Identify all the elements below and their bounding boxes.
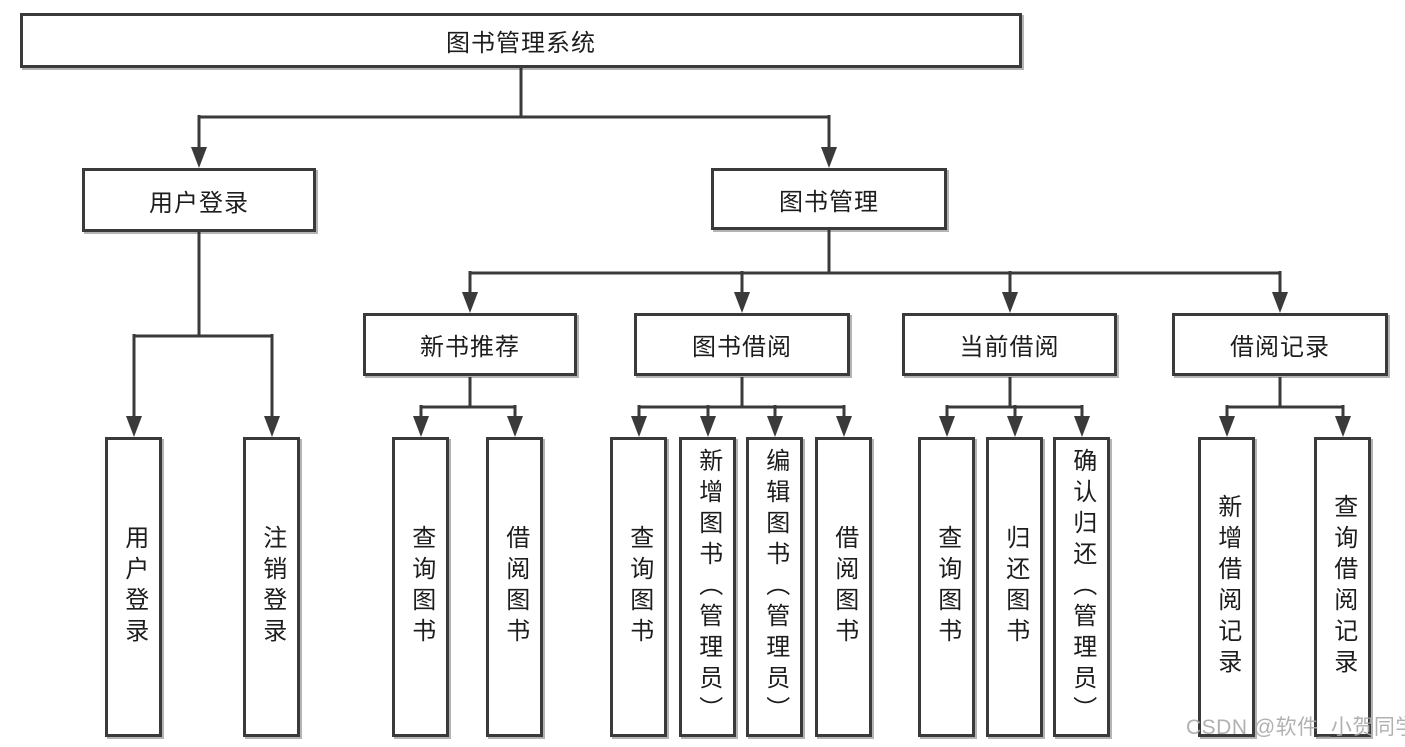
node-new-book-recommend-label: 新书推荐 xyxy=(420,334,520,361)
leaf-query-borrow-record: 查询借阅记录 xyxy=(1314,437,1371,737)
leaf-query-borrow-record-label: 查询借阅记录 xyxy=(1329,494,1357,680)
node-new-book-recommend: 新书推荐 xyxy=(363,313,577,376)
node-book-management: 图书管理 xyxy=(711,168,947,230)
leaf-query-books-borrowing-label: 查询图书 xyxy=(625,525,653,649)
node-book-borrowing-label: 图书借阅 xyxy=(692,334,792,361)
leaf-query-books-current-label: 查询图书 xyxy=(933,525,961,649)
leaf-confirm-return-admin-label: 确认归还（管理员） xyxy=(1068,447,1096,727)
node-user-login-module: 用户登录 xyxy=(82,168,316,232)
leaf-borrow-books-recommend: 借阅图书 xyxy=(486,437,543,737)
leaf-borrow-books-borrowing: 借阅图书 xyxy=(815,437,872,737)
node-borrowing-records-label: 借阅记录 xyxy=(1230,334,1330,361)
node-borrowing-records: 借阅记录 xyxy=(1172,313,1388,376)
node-book-borrowing: 图书借阅 xyxy=(634,313,850,376)
node-current-borrowing-label: 当前借阅 xyxy=(959,334,1060,361)
leaf-add-borrow-record-label: 新增借阅记录 xyxy=(1213,494,1241,680)
node-user-login-module-label: 用户登录 xyxy=(149,189,249,217)
leaf-user-login: 用户登录 xyxy=(105,437,162,737)
leaf-add-book-admin-label: 新增图书（管理员） xyxy=(694,447,722,727)
leaf-query-books-recommend-label: 查询图书 xyxy=(407,525,435,649)
node-root: 图书管理系统 xyxy=(20,13,1022,68)
leaf-add-borrow-record: 新增借阅记录 xyxy=(1198,437,1255,737)
leaf-logout-label: 注销登录 xyxy=(258,525,286,649)
leaf-borrow-books-recommend-label: 借阅图书 xyxy=(501,525,529,649)
leaf-add-book-admin: 新增图书（管理员） xyxy=(679,437,736,737)
leaf-edit-book-admin: 编辑图书（管理员） xyxy=(746,437,803,737)
leaf-logout: 注销登录 xyxy=(243,437,300,737)
leaf-edit-book-admin-label: 编辑图书（管理员） xyxy=(761,447,789,727)
leaf-return-books-label: 归还图书 xyxy=(1001,525,1029,649)
node-book-management-label: 图书管理 xyxy=(779,188,879,216)
node-root-label: 图书管理系统 xyxy=(446,30,596,57)
leaf-user-login-label: 用户登录 xyxy=(120,525,148,649)
node-current-borrowing: 当前借阅 xyxy=(902,313,1117,376)
leaf-query-books-recommend: 查询图书 xyxy=(392,437,449,737)
leaf-borrow-books-borrowing-label: 借阅图书 xyxy=(830,525,858,649)
leaf-query-books-borrowing: 查询图书 xyxy=(610,437,667,737)
csdn-watermark: CSDN @软件_小贺同学 xyxy=(1186,716,1405,739)
leaf-return-books: 归还图书 xyxy=(986,437,1043,737)
arrowheads xyxy=(126,147,1351,437)
leaf-query-books-current: 查询图书 xyxy=(918,437,975,737)
leaf-confirm-return-admin: 确认归还（管理员） xyxy=(1053,437,1110,737)
